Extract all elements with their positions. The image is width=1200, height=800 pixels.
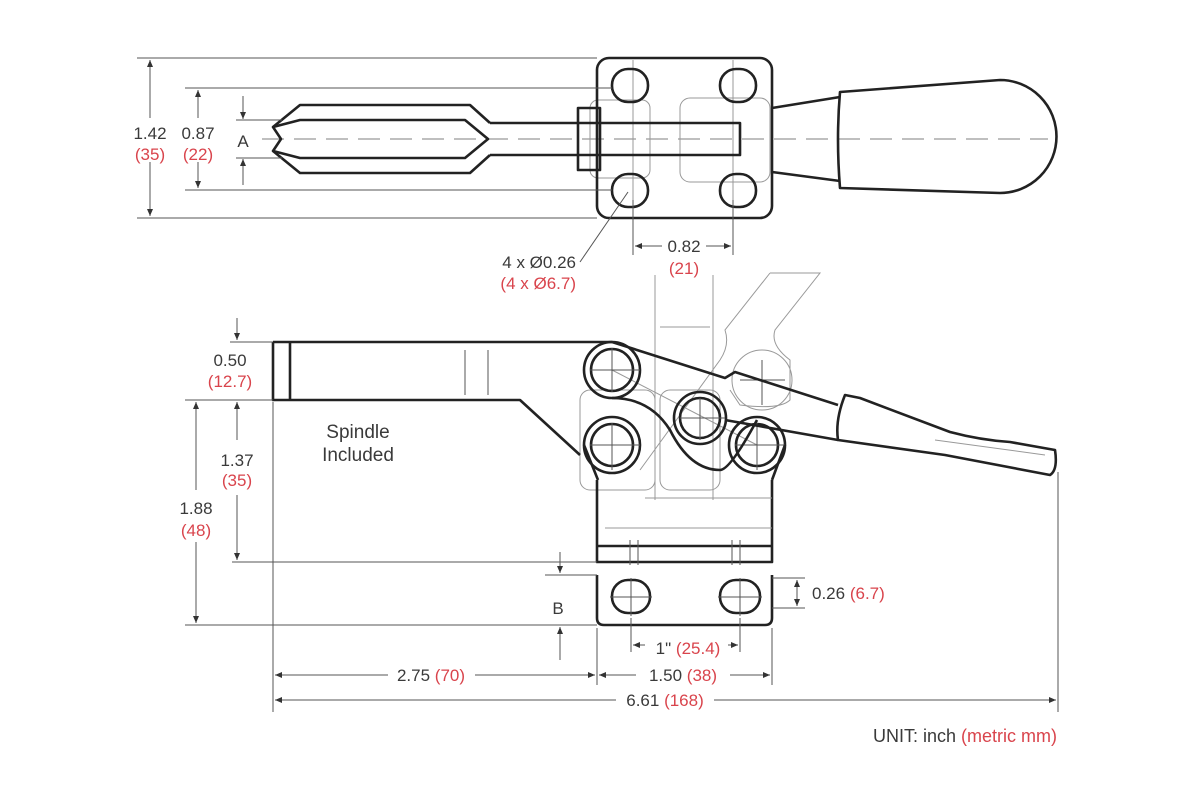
mounting-slots [610,67,758,209]
unit-note: UNIT: inch (metric mm) [873,726,1057,746]
dim-spindle-height-inch: 0.50 [213,351,246,370]
spindle-note-line1: Spindle [326,422,389,443]
base-block [595,480,774,564]
handle-grip-top [836,78,1058,195]
dim-overall-length: 6.61 (168) [626,691,704,710]
dim-hole-pitch-inch: 0.82 [667,237,700,256]
dim-slot-pitch: 1" (25.4) [656,639,721,658]
spindle-holder [576,106,602,172]
dim-overall-height-inch: 1.42 [133,124,166,143]
hole-callout-inch: 4 x Ø0.26 [502,253,576,272]
dim-spindle-height-mm: (12.7) [208,372,252,391]
foot-plate [595,575,774,627]
dim-a-label: A [237,132,249,151]
top-view: 1.42 (35) 0.87 (22) A 4 x Ø0.26 (4 x Ø6.… [133,56,1058,293]
dimension-lines-top [137,57,734,263]
dim-mount-spacing-inch: 0.87 [181,124,214,143]
dim-total-height-mm: (48) [181,521,211,540]
dim-spindle-reach: 2.75 (70) [397,666,465,685]
handle-lever [611,340,839,442]
dimension-lines-side [185,318,1059,712]
dim-overall-height-mm: (35) [135,145,165,164]
fork-arm-outer [271,103,491,175]
open-position-ghost [579,272,822,500]
spindle-note-line2: Included [322,445,394,466]
hole-callout-mm: (4 x Ø6.7) [500,274,576,293]
base-plate-top [595,56,774,220]
dim-plate-thickness: 0.26 (6.7) [812,584,885,603]
dim-base-length: 1.50 (38) [649,666,717,685]
dim-total-height-inch: 1.88 [179,499,212,518]
dim-spindle-to-base-inch: 1.37 [220,451,253,470]
hole-leader [579,191,629,263]
handle-grip-side [836,393,1058,477]
fork-arm-inner [272,118,490,160]
side-view: 0.50 (12.7) Spindle Included 1.37 (35) 1… [179,272,1059,712]
dim-mount-spacing-mm: (22) [183,145,213,164]
spindle-arm [271,340,612,456]
spindle-bar [490,121,742,157]
dim-b-label: B [552,599,563,618]
dim-hole-pitch-mm: (21) [669,259,699,278]
dim-spindle-to-base-mm: (35) [222,471,252,490]
